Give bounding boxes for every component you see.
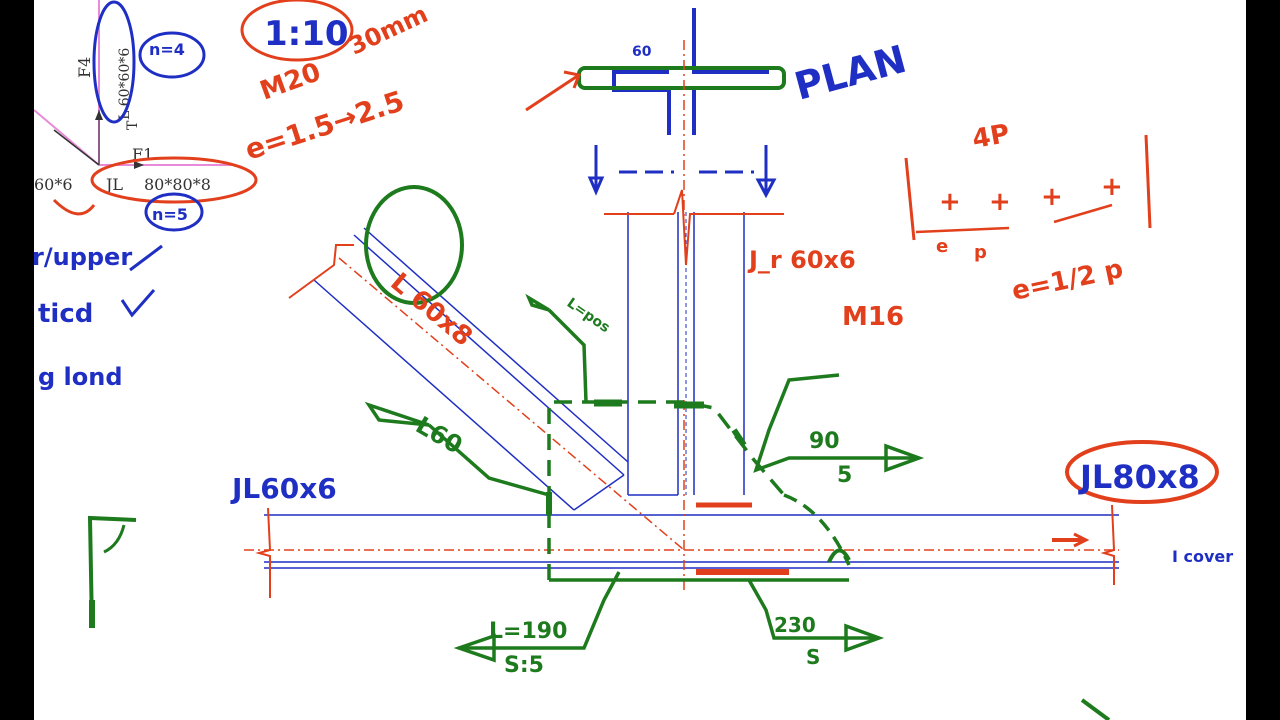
diagonal-member: L 60x8	[288, 185, 685, 551]
jl-size-label: 80*80*8	[144, 175, 211, 194]
n4-label: n=4	[149, 40, 185, 59]
truss-sketch: F4 L 60*60*6 T F1 JL 80*80*8 60*6 n=4 n=…	[34, 0, 258, 232]
note-gland: g lond	[38, 363, 123, 391]
weld-right-top-den: 5	[837, 463, 852, 488]
bottom-left-angle-label: JL60x6	[230, 472, 337, 505]
pitch-formula: e=1/2 p	[1009, 254, 1126, 307]
note-upper: r/upper	[34, 243, 132, 271]
f4-label: F4	[75, 57, 94, 78]
plan-dim: 60	[632, 44, 652, 60]
scale-m20: M20	[256, 57, 325, 106]
weld-callouts: L60 L=pos 90 5 L=190 S:5 230 S	[364, 293, 925, 678]
right-note: I cover	[1172, 547, 1233, 566]
note-ticd: ticd	[38, 299, 93, 329]
t-label: T	[125, 120, 141, 130]
left-size-label: 60*6	[34, 175, 73, 194]
scale-notes: 1:10 M20 30mm e=1.5→2.5	[240, 0, 432, 167]
n5-label: n=5	[152, 205, 188, 224]
weld-bottom-left-den: S:5	[504, 653, 544, 678]
pitch-label: 4P	[970, 119, 1012, 155]
vertical-member: J_r 60x6 M16	[604, 189, 904, 496]
diagonal-label: L 60x8	[385, 267, 478, 352]
pitch-p: p	[974, 242, 987, 263]
pitch-sketch: 4P + + + + e p e=1/2 p	[904, 119, 1152, 307]
scale-range-top: 30mm	[345, 0, 432, 60]
drawing-svg: F4 L 60*60*6 T F1 JL 80*80*8 60*6 n=4 n=…	[34, 0, 1233, 720]
right-angle-label: JL80x8	[1078, 458, 1200, 496]
left-margin-notes: r/upper ticd g lond	[34, 243, 163, 391]
jl-label: JL	[104, 175, 123, 194]
plan-sketch: 60 PLAN	[525, 8, 911, 220]
weld-bottom-right-den: S	[806, 645, 820, 669]
gusset-plate	[546, 399, 851, 582]
svg-text:+: +	[939, 187, 961, 217]
svg-text:+: +	[989, 187, 1011, 217]
svg-text:+: +	[1101, 172, 1123, 202]
plan-label: PLAN	[790, 37, 911, 109]
whiteboard-canvas: F4 L 60*60*6 T F1 JL 80*80*8 60*6 n=4 n=…	[34, 0, 1246, 720]
vertical-angle-label: J_r 60x6	[747, 246, 856, 274]
svg-text:+: +	[1041, 182, 1063, 212]
pitch-e: e	[936, 236, 948, 257]
scale-ratio: 1:10	[264, 14, 349, 54]
bolt-label: M16	[842, 302, 904, 332]
weld-bottom-right-num: 230	[774, 613, 816, 637]
bracket-symbol	[87, 515, 137, 629]
weld-right-top-num: 90	[809, 429, 840, 454]
weld-bottom-left-num: L=190	[489, 619, 567, 644]
horizontal-chord: JL60x6 JL80x8 I cover	[230, 400, 1233, 598]
